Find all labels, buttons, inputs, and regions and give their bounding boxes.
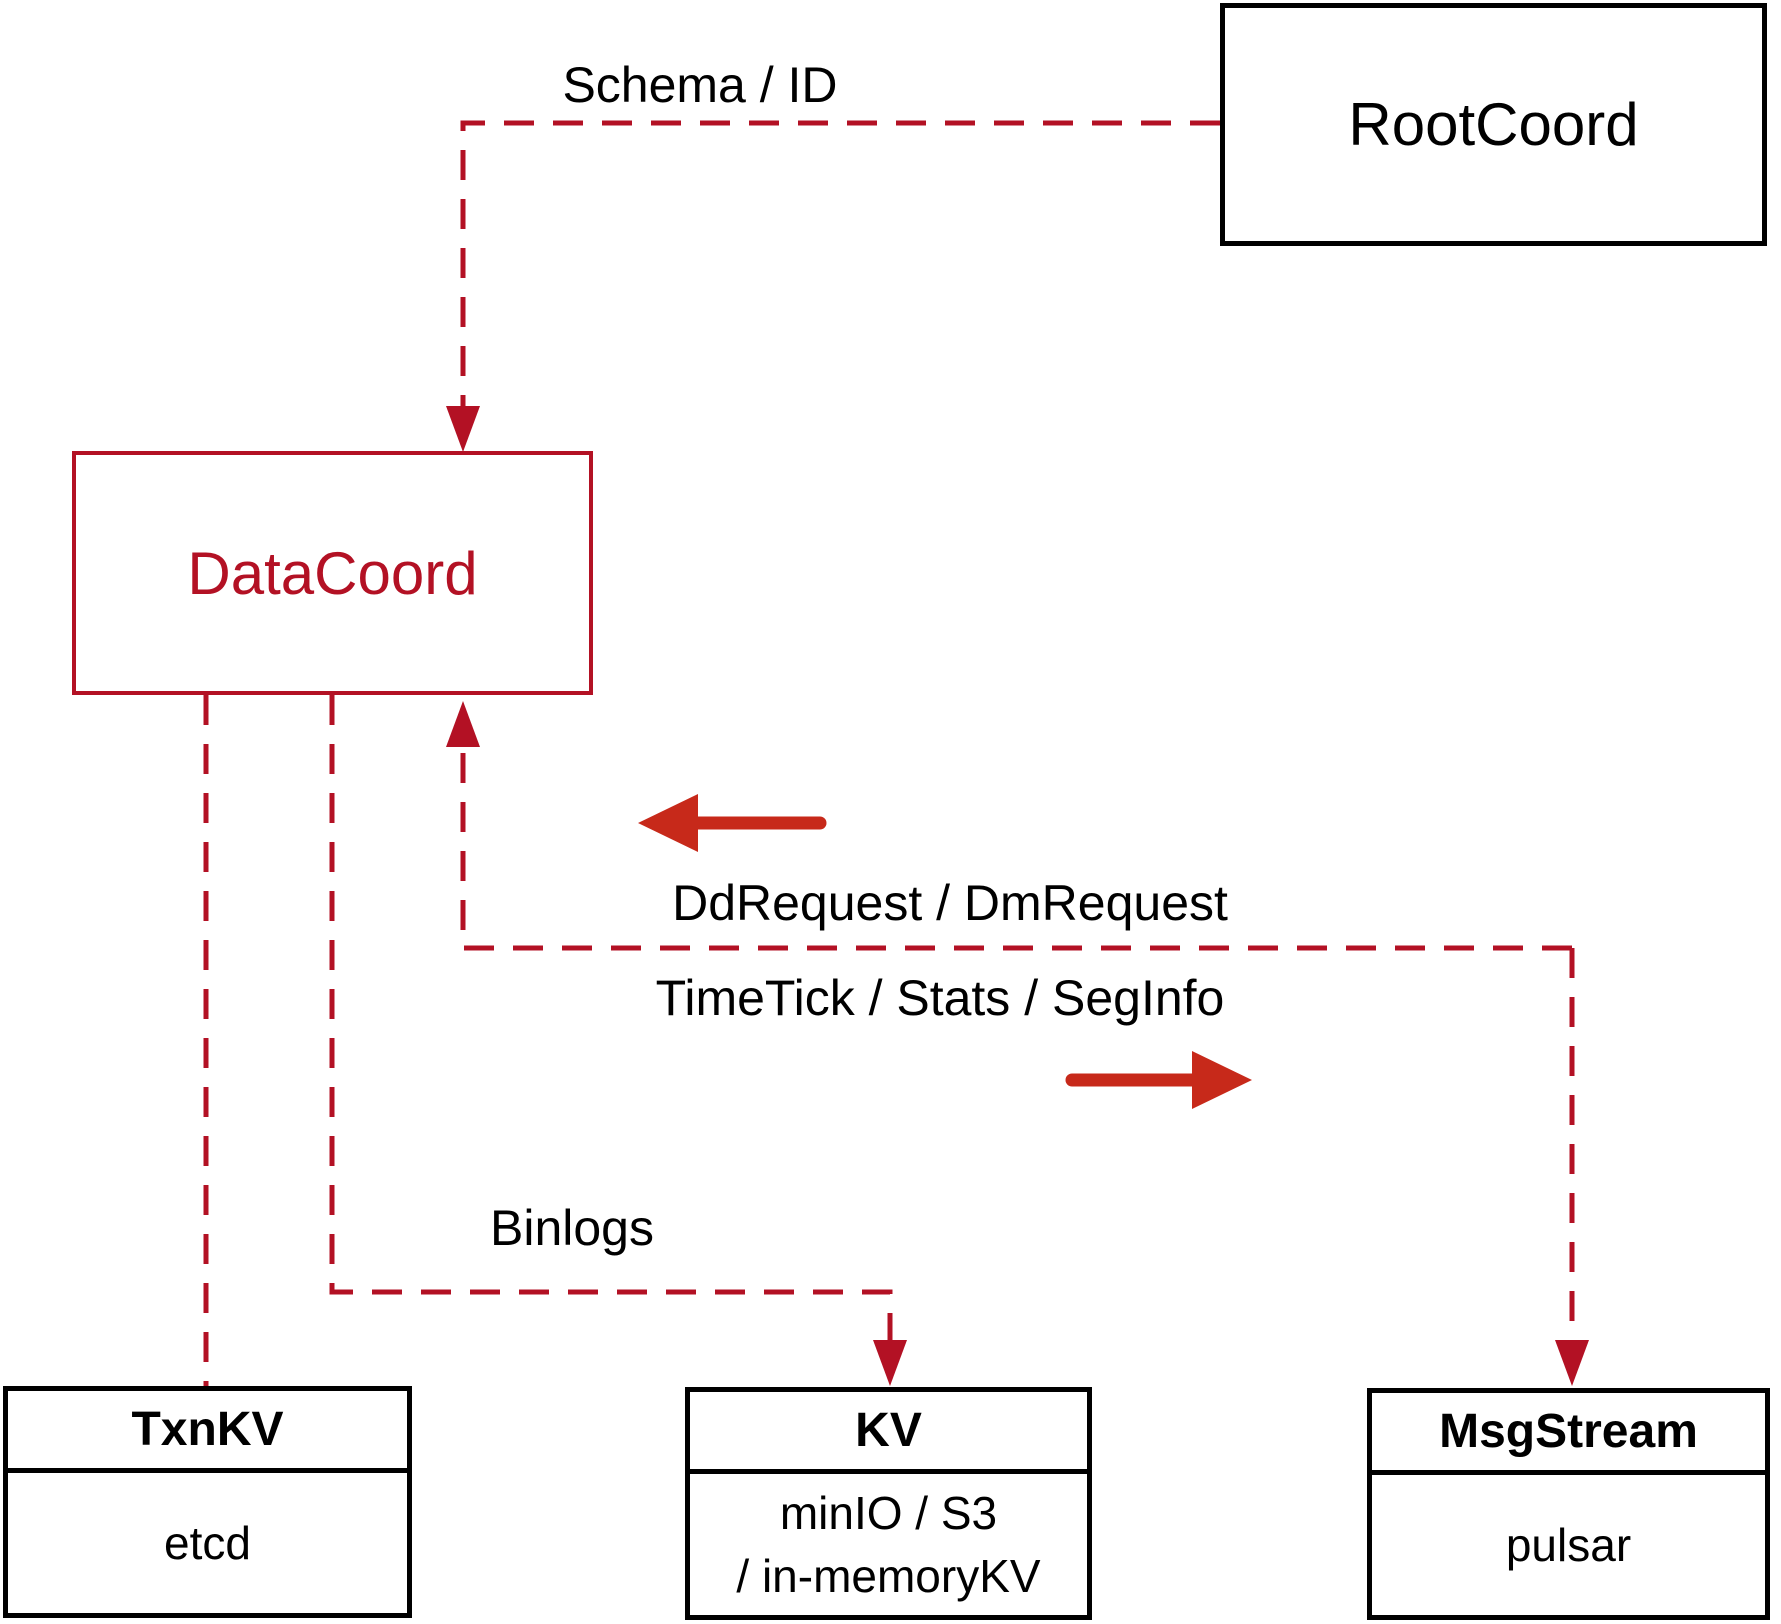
node-datacoord: DataCoord bbox=[72, 451, 593, 695]
arrowhead-up-datacoord bbox=[446, 701, 480, 747]
msgstream-title: MsgStream bbox=[1372, 1393, 1765, 1475]
rootcoord-label: RootCoord bbox=[1348, 91, 1639, 158]
msgstream-body: pulsar bbox=[1505, 1518, 1632, 1571]
arrow-right-solid bbox=[1065, 1051, 1252, 1109]
arrowhead-down-msgstream bbox=[1555, 1340, 1589, 1386]
node-kv: KV minIO / S3 / in-memoryKV bbox=[685, 1387, 1092, 1620]
connector-ddrequest bbox=[446, 701, 1572, 951]
kv-body-line1: minIO / S3 bbox=[779, 1486, 998, 1539]
connector-schema-id bbox=[446, 120, 1220, 452]
edge-label-timetick-stats-seginfo: TimeTick / Stats / SegInfo bbox=[655, 970, 1225, 1026]
edge-label-binlogs: Binlogs bbox=[490, 1200, 654, 1256]
connector-binlogs-kv bbox=[329, 695, 907, 1386]
arrowhead-down-kv bbox=[873, 1340, 907, 1386]
datacoord-label: DataCoord bbox=[187, 539, 478, 607]
connector-timetick-msgstream bbox=[1555, 948, 1589, 1386]
arrowhead-down-datacoord bbox=[446, 406, 480, 452]
node-msgstream: MsgStream pulsar bbox=[1367, 1388, 1770, 1620]
kv-title: KV bbox=[690, 1392, 1087, 1474]
txnkv-title: TxnKV bbox=[8, 1391, 407, 1473]
txnkv-body: etcd bbox=[164, 1516, 251, 1569]
edge-label-schema-id: Schema / ID bbox=[562, 57, 838, 113]
arrow-left-solid bbox=[638, 794, 827, 852]
node-rootcoord: RootCoord bbox=[1220, 3, 1767, 246]
kv-body-line2: / in-memoryKV bbox=[736, 1549, 1041, 1602]
node-txnkv: TxnKV etcd bbox=[3, 1386, 412, 1618]
edge-label-ddrequest-dmrequest: DdRequest / DmRequest bbox=[672, 875, 1228, 931]
